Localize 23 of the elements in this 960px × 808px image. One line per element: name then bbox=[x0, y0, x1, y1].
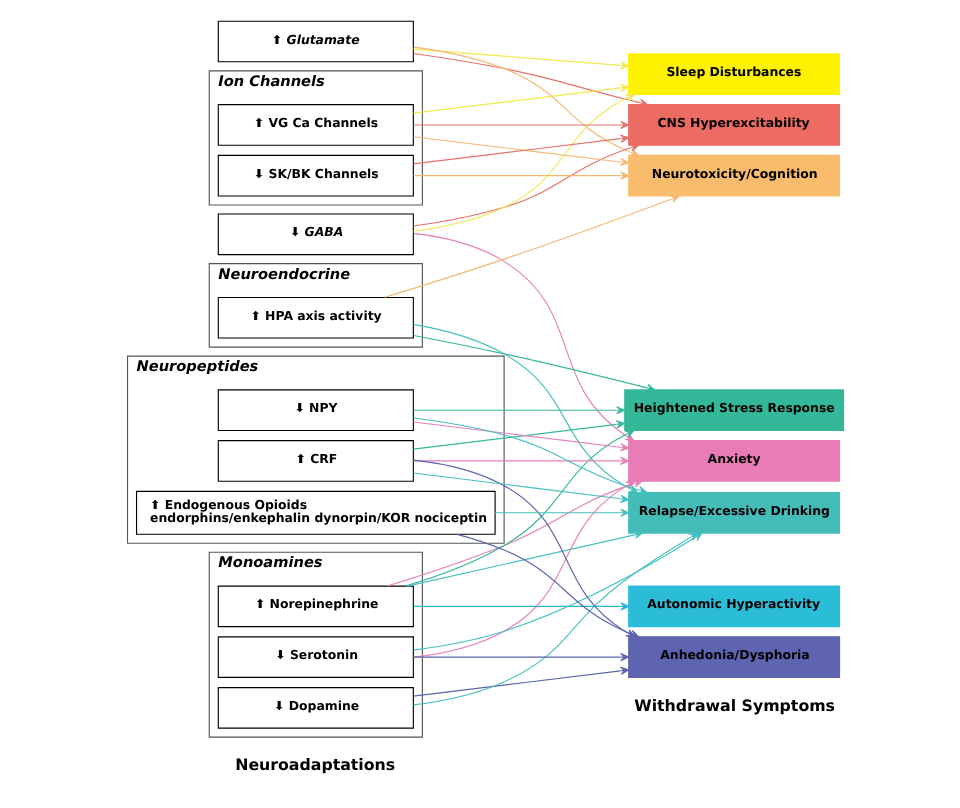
arrow bbox=[411, 232, 634, 442]
arrow bbox=[412, 334, 655, 392]
arrow bbox=[403, 430, 634, 587]
arrow bbox=[411, 83, 629, 114]
arrow bbox=[412, 417, 647, 495]
arrow bbox=[411, 323, 637, 493]
arrow bbox=[411, 472, 629, 503]
arrow bbox=[411, 171, 629, 180]
arrow bbox=[411, 653, 629, 662]
arrow bbox=[411, 52, 648, 107]
arrow bbox=[411, 143, 639, 227]
arrow bbox=[411, 602, 629, 611]
arrow bbox=[411, 48, 629, 70]
arrow bbox=[405, 530, 643, 587]
arrow bbox=[411, 666, 629, 697]
arrow bbox=[411, 93, 634, 232]
arrow bbox=[385, 479, 642, 587]
arrow bbox=[411, 406, 625, 415]
arrow bbox=[412, 46, 638, 157]
arrow bbox=[493, 508, 629, 517]
arrow bbox=[383, 195, 679, 298]
arrow bbox=[411, 120, 629, 130]
arrow bbox=[411, 456, 629, 466]
